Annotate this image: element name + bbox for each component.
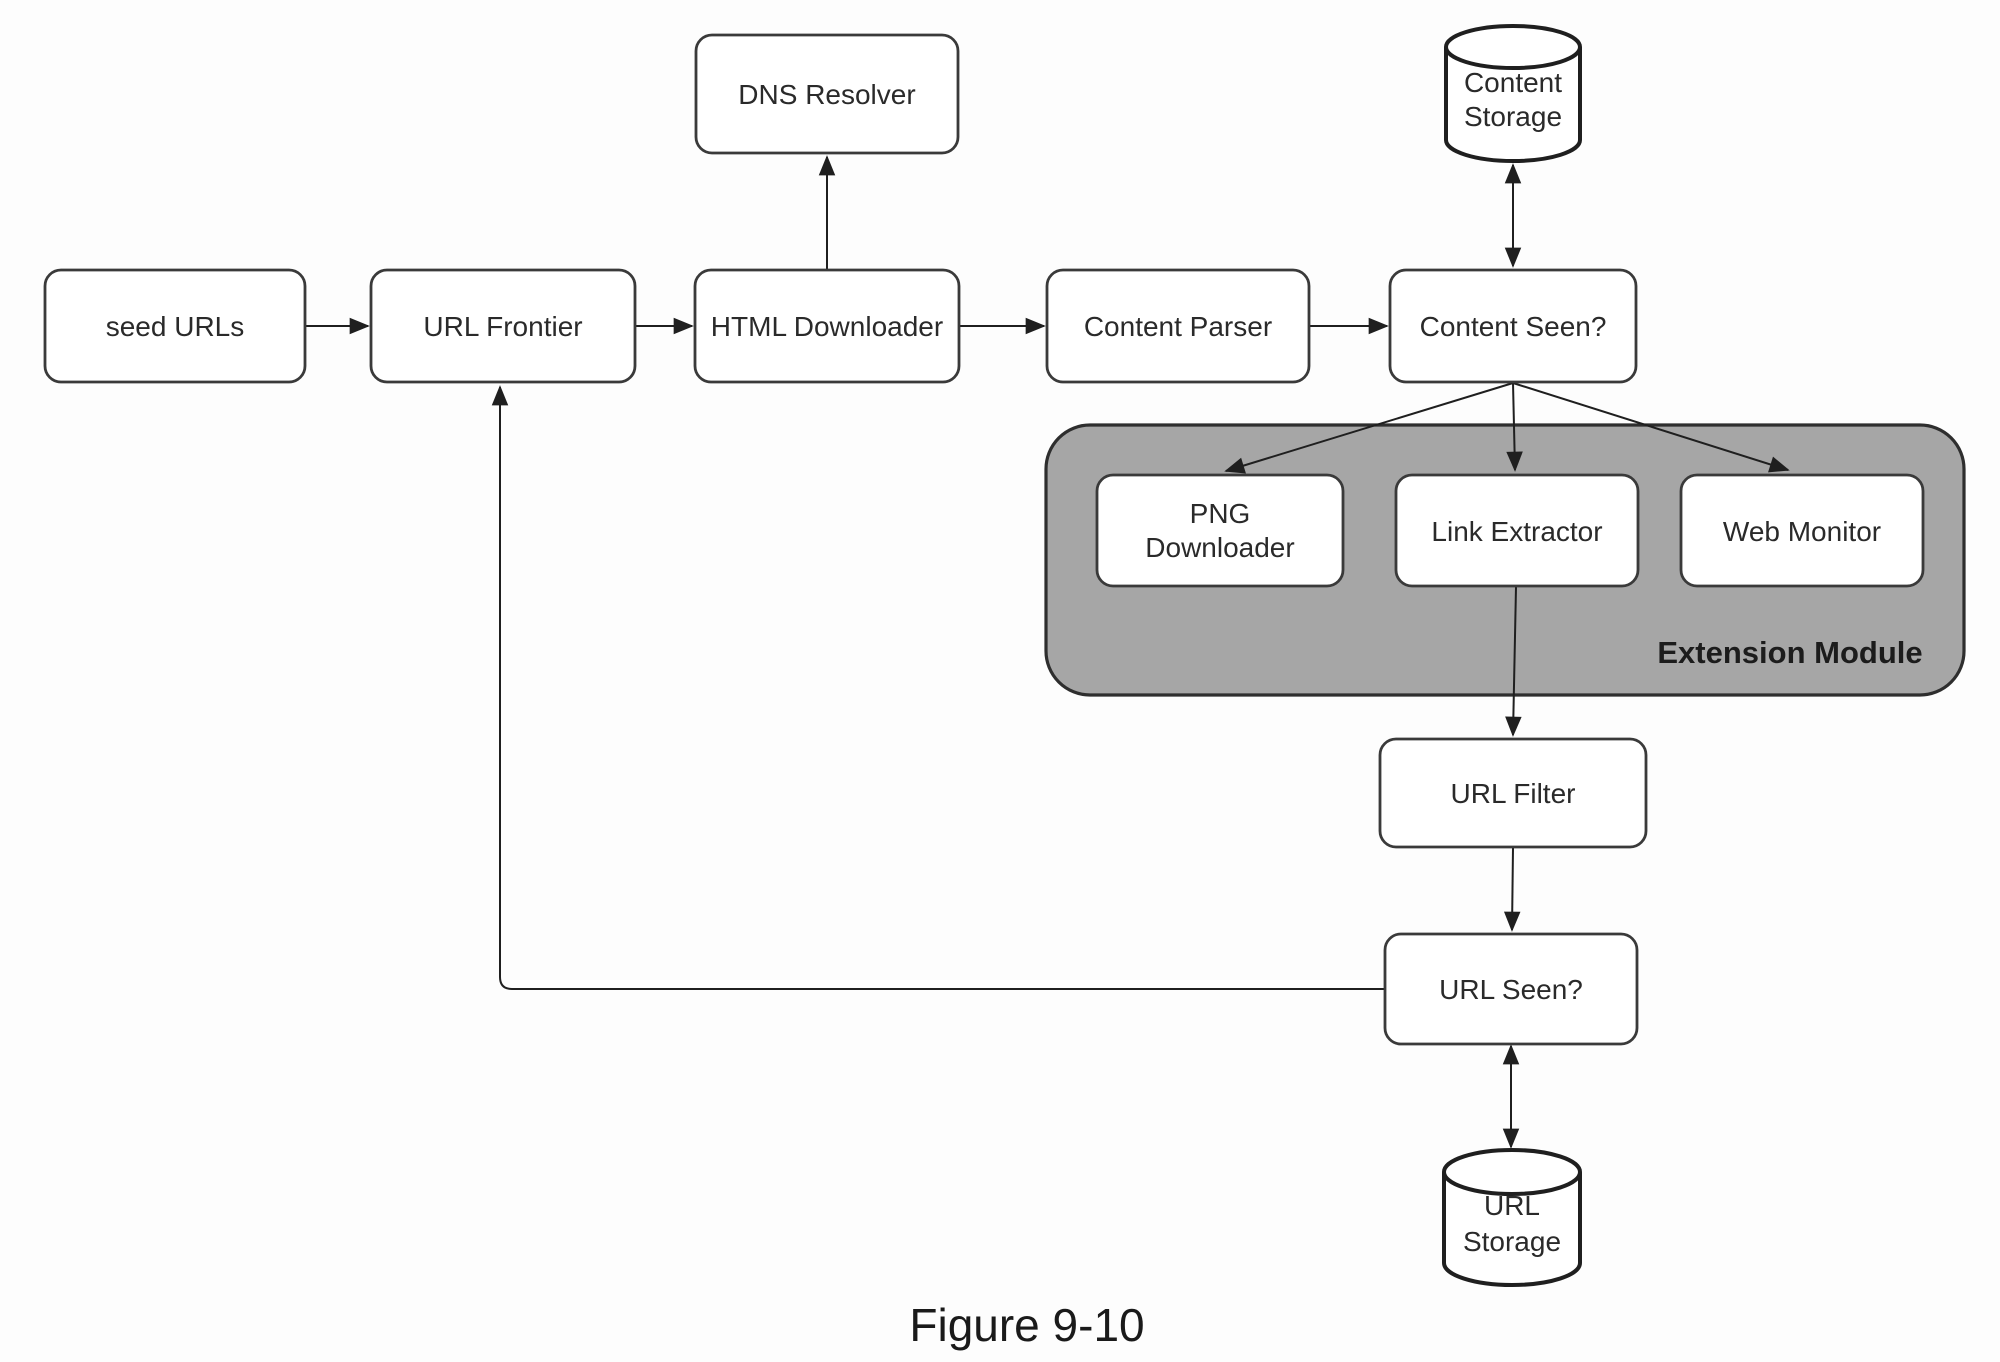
content-parser-node: [1045, 268, 1311, 384]
url-frontier-node: [369, 268, 637, 384]
edge-content-seen-to-png-downloader: [1224, 382, 1514, 474]
edge-content-seen-to-link-extractor: [1506, 382, 1523, 472]
content-storage-label-line2: Storage: [1464, 101, 1562, 132]
url-frontier-label: URL Frontier: [423, 311, 582, 342]
url-storage-label-line1: URL: [1484, 1190, 1540, 1221]
content-storage-top: [1444, 24, 1582, 70]
url-storage-cylinder: URL Storage: [1442, 1148, 1582, 1287]
content-seen-node: [1388, 268, 1638, 384]
url-seen-label: URL Seen?: [1439, 974, 1583, 1005]
edge-content-seen-to-web-monitor: [1512, 382, 1790, 473]
link-extractor-label: Link Extractor: [1431, 516, 1602, 547]
seed-urls-node: [43, 268, 307, 384]
seed-urls-label: seed URLs: [106, 311, 245, 342]
url-filter-label: URL Filter: [1451, 778, 1576, 809]
figure-caption: Figure 9-10: [909, 1299, 1144, 1351]
link-extractor-node: [1394, 473, 1640, 588]
png-downloader-label-line1: PNG: [1190, 498, 1251, 529]
html-downloader-node: [693, 268, 961, 384]
extension-module-label: Extension Module: [1657, 635, 1922, 670]
content-parser-label: Content Parser: [1084, 311, 1272, 342]
png-downloader-node: [1095, 473, 1345, 588]
edge-link-extractor-to-url-filter: [1505, 586, 1522, 737]
url-storage-top: [1442, 1148, 1582, 1196]
url-filter-node: [1378, 737, 1648, 849]
content-storage-cylinder: Content Storage: [1444, 24, 1582, 163]
content-storage-body: [1444, 47, 1582, 163]
url-seen-node: [1383, 932, 1639, 1046]
url-storage-label-line2: Storage: [1463, 1226, 1561, 1257]
web-monitor-node: [1679, 473, 1925, 588]
edge-url-filter-to-url-seen: [1503, 847, 1521, 932]
content-storage-label-line1: Content: [1464, 67, 1562, 98]
html-downloader-label: HTML Downloader: [711, 311, 943, 342]
edge-url-seen-to-url-frontier: [491, 385, 1385, 990]
content-seen-label: Content Seen?: [1420, 311, 1607, 342]
web-monitor-label: Web Monitor: [1723, 516, 1881, 547]
dns-resolver-label: DNS Resolver: [738, 79, 915, 110]
dns-resolver-node: [694, 33, 960, 155]
url-storage-body: [1442, 1172, 1582, 1287]
png-downloader-label-line2: Downloader: [1145, 532, 1294, 563]
